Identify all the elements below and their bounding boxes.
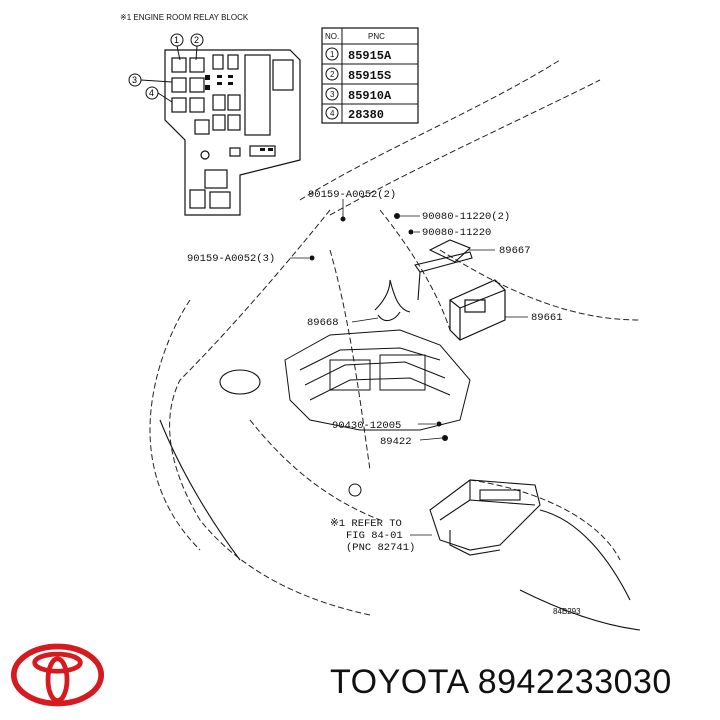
ecu-module (449, 279, 506, 341)
fastener-marks (309, 213, 448, 441)
callout-89668: 89668 (307, 317, 339, 329)
callout-89661: 89661 (531, 312, 563, 324)
relay-fuse-marks (205, 75, 273, 151)
relay-number-3: 3 (132, 75, 137, 85)
callout-90430-12005: 90430-12005 (332, 420, 401, 432)
refer-note-line1: ※1 REFER TO (330, 518, 402, 530)
callout-90159-a0052-2: 90159-A0052(2) (308, 189, 396, 201)
refer-note-line2: FIG 84-01 (346, 530, 403, 542)
callout-89667: 89667 (499, 245, 531, 257)
pnc-table: NO. PNC 1 85915A 2 85915S 3 85910A 4 283… (321, 27, 419, 124)
table-header-no: NO. (325, 32, 339, 41)
refer-note-line3: (PNC 82741) (346, 542, 415, 554)
table-pnc-4: 28380 (348, 108, 384, 122)
relay-number-callouts: 1 2 3 4 (128, 33, 204, 103)
part-number: 8942233030 (477, 663, 672, 701)
svg-text:4: 4 (330, 109, 335, 118)
svg-text:1: 1 (330, 50, 335, 59)
relay-number-4: 4 (149, 88, 154, 98)
parts-diagram: ※1 ENGINE ROOM RELAY BLOCK 1 2 3 4 (120, 13, 641, 631)
engine-assembly (284, 329, 471, 497)
table-pnc-1: 85915A (348, 49, 392, 63)
table-pnc-3: 85910A (348, 89, 392, 103)
svg-text:3: 3 (330, 90, 335, 99)
wire-harness (374, 279, 411, 322)
svg-text:2: 2 (330, 70, 335, 79)
brand-and-part-number: TOYOTA 8942233030 (330, 663, 672, 702)
table-header-pnc: PNC (368, 32, 385, 41)
car-solid-outline (159, 239, 641, 631)
relay-block-title: ※1 ENGINE ROOM RELAY BLOCK (120, 13, 249, 22)
relay-block (164, 49, 301, 216)
bracket-89667 (414, 251, 473, 301)
relay-number-2: 2 (194, 35, 199, 45)
callout-90080-11220: 90080-11220 (422, 227, 491, 239)
table-pnc-2: 85915S (348, 69, 391, 83)
leader-lines (290, 199, 528, 536)
figure-code: 84B293 (553, 607, 581, 616)
callout-90080-11220-2: 90080-11220(2) (422, 211, 510, 223)
brand-name: TOYOTA (330, 663, 468, 701)
battery-tray (429, 479, 541, 556)
callout-89422: 89422 (380, 436, 412, 448)
toyota-logo-icon (10, 643, 105, 707)
callout-90159-a0052-3: 90159-A0052(3) (187, 253, 275, 265)
relay-number-1: 1 (174, 35, 179, 45)
